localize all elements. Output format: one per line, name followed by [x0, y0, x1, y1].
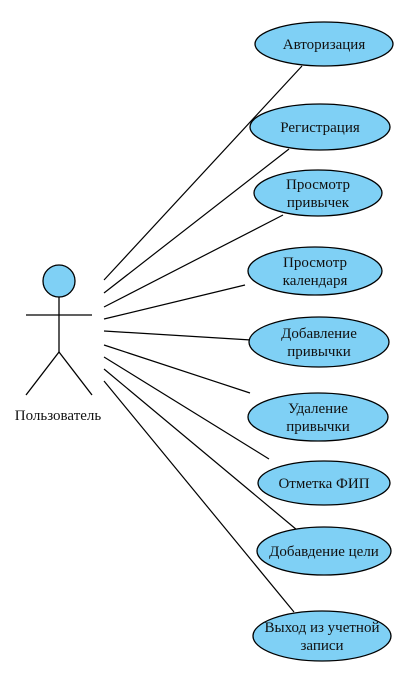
use-case-mark-fip: Отметка ФИП [257, 460, 391, 506]
use-case-label-add-goal: Добавдение цели [269, 544, 379, 560]
use-case-label-view-calendar: Просмотр [283, 255, 347, 271]
use-case-ellipse-view-calendar [247, 246, 383, 296]
use-case-label-auth: Авторизация [283, 37, 366, 53]
association-register [103, 148, 290, 294]
use-case-ellipse-logout [252, 610, 392, 662]
use-case-label-logout: Выход из учетной [265, 620, 380, 636]
use-case-ellipse-delete-habit [247, 392, 389, 442]
use-case-ellipse-mark-fip [257, 460, 391, 506]
association-add-habit [103, 330, 252, 341]
use-case-view-calendar: Просмотр календаря [247, 246, 383, 296]
use-case-logout: Выход из учетной записи [252, 610, 392, 662]
use-case-view-habits: Просмотр привычек [253, 169, 383, 217]
use-case-add-habit: Добавление привычки [248, 316, 390, 368]
association-auth [103, 65, 303, 281]
use-case-label-register: Регистрация [280, 120, 360, 136]
use-case-label-view-habits: привычек [287, 195, 350, 211]
use-case-label-logout: записи [300, 638, 343, 654]
use-case-ellipse-add-habit [248, 316, 390, 368]
use-case-auth: Авторизация [254, 21, 394, 67]
actor-right-leg [58, 351, 93, 396]
association-mark-fip [103, 356, 270, 460]
association-view-calendar [103, 284, 246, 320]
associations [103, 65, 303, 613]
use-case-add-goal: Добавдение цели [256, 526, 392, 576]
use-case-ellipse-view-habits [253, 169, 383, 217]
use-case-label-add-habit: Добавление [281, 326, 357, 342]
use-case-label-view-calendar: календаря [283, 273, 348, 289]
use-cases: АвторизацияРегистрацияПросмотрпривычекПр… [247, 21, 394, 662]
association-logout [103, 380, 295, 613]
use-case-ellipse-auth [254, 21, 394, 67]
actor-label: Пользователь [15, 408, 102, 424]
use-case-label-mark-fip: Отметка ФИП [278, 476, 369, 492]
use-case-delete-habit: Удаление привычки [247, 392, 389, 442]
actor-left-leg [25, 351, 60, 396]
association-view-habits [103, 214, 284, 308]
use-case-label-delete-habit: Удаление [288, 401, 348, 417]
actor: Пользователь [15, 264, 102, 424]
association-add-goal [103, 368, 298, 531]
use-case-ellipse-add-goal [256, 526, 392, 576]
actor-head [42, 264, 76, 298]
use-case-label-delete-habit: привычки [286, 419, 350, 435]
use-case-register: Регистрация [249, 103, 391, 151]
use-case-label-add-habit: привычки [287, 344, 351, 360]
association-delete-habit [103, 344, 251, 394]
use-case-label-view-habits: Просмотр [286, 177, 350, 193]
use-case-ellipse-register [249, 103, 391, 151]
